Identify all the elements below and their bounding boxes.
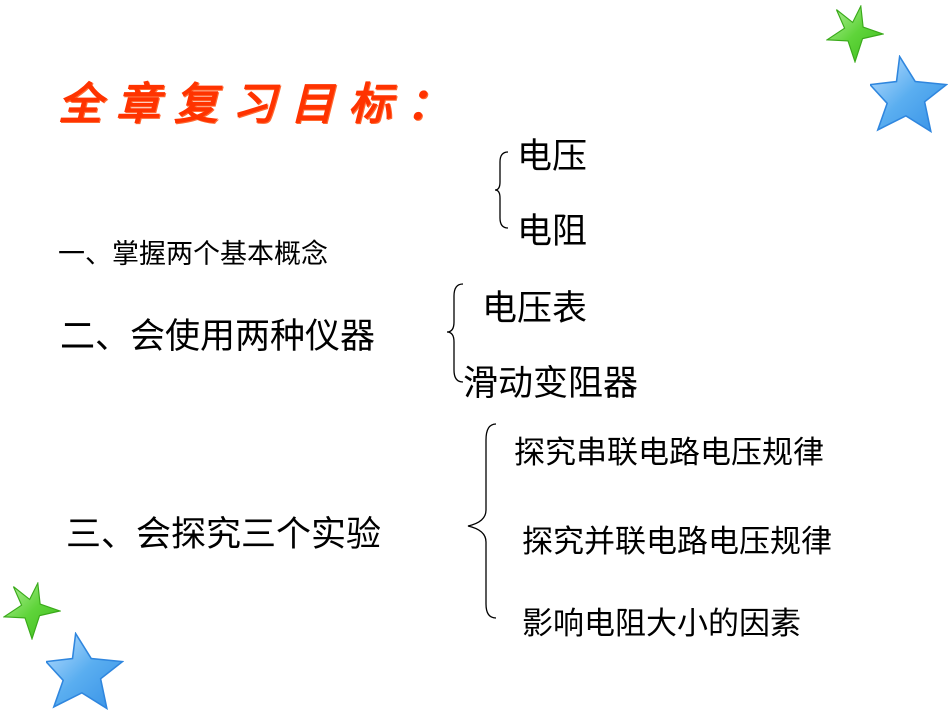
experiment-parallel-voltage: 探究并联电路电压规律 [522,524,832,560]
concept-voltage: 电压 [517,137,588,177]
slide-title: 全章复习目标： [58,79,464,130]
section-1-label: 一、掌握两个基本概念 [58,239,328,270]
instrument-rheostat: 滑动变阻器 [463,364,639,404]
experiment-series-voltage: 探究串联电路电压规律 [514,435,824,471]
experiment-resistance-factors: 影响电阻大小的因素 [522,606,801,642]
green-star-icon [826,5,884,63]
instrument-voltmeter: 电压表 [482,289,588,329]
green-star-icon [3,582,61,640]
concept-resistance: 电阻 [517,212,588,252]
blue-star-icon [870,55,948,133]
blue-star-icon [46,632,124,710]
brace-icon [446,283,464,383]
section-2-label: 二、会使用两种仪器 [60,317,376,357]
section-3-label: 三、会探究三个实验 [66,515,382,555]
brace-icon [467,423,497,619]
brace-icon [494,151,509,229]
